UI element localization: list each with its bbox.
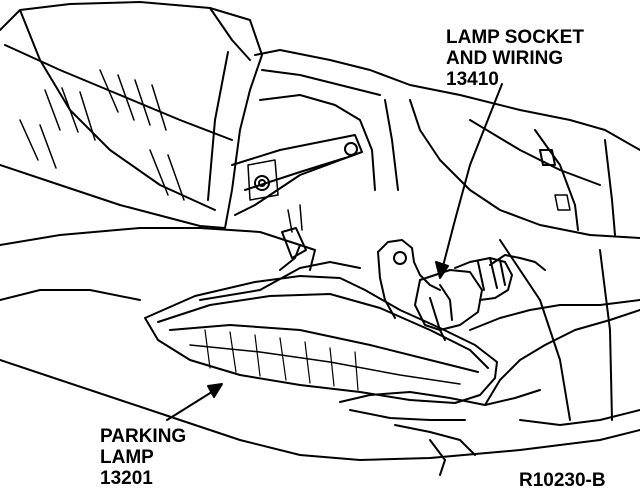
parking-lamp-label-line2: LAMP: [100, 447, 154, 468]
lamp-socket-part-number: 13410: [446, 69, 499, 90]
lamp-socket-callout: LAMP SOCKET AND WIRING 13410: [446, 27, 584, 90]
parking-lamp-callout: PARKING LAMP 13201: [100, 426, 186, 489]
technician-hand: [339, 299, 640, 476]
lamp-socket-label-line2: AND WIRING: [446, 48, 564, 69]
parking-lamp-leader-line: [166, 389, 216, 421]
parking-lamp-leader-arrowhead: [207, 383, 223, 398]
bumper-contour: [0, 227, 640, 461]
lamp-socket-label-line1: LAMP SOCKET: [446, 27, 584, 48]
figure-id: R10230-B: [519, 470, 606, 491]
socket-leader-line: [441, 83, 503, 271]
socket-and-wiring: [377, 239, 546, 341]
parking-lamp-part-number: 13201: [100, 468, 153, 489]
parking-lamp-body: [144, 204, 498, 404]
headlamp-assembly: [0, 1, 263, 229]
body-panel: [231, 49, 640, 239]
socket-leader-arrowhead: [435, 261, 449, 279]
parking-lamp-label-line1: PARKING: [100, 426, 187, 447]
